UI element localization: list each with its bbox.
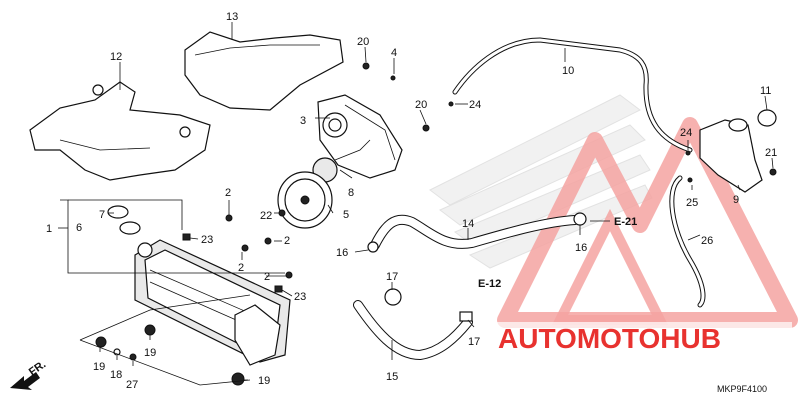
label-part-22: 22 xyxy=(260,210,272,222)
label-part-19-b: 19 xyxy=(93,361,105,373)
label-part-5: 5 xyxy=(343,209,349,221)
cover-panel xyxy=(184,31,344,111)
ref-label-e21: E-21 xyxy=(614,216,637,228)
label-part-24-b: 24 xyxy=(680,127,692,139)
front-arrow: FR. xyxy=(10,358,48,390)
label-part-21: 21 xyxy=(765,147,777,159)
label-part-1: 1 xyxy=(46,223,52,235)
hose-clamp-17-upper xyxy=(384,288,402,306)
label-part-11: 11 xyxy=(760,85,771,97)
label-part-14: 14 xyxy=(462,218,474,230)
label-part-23-b: 23 xyxy=(294,291,306,303)
label-part-8: 8 xyxy=(348,187,354,199)
label-part-6: 6 xyxy=(76,222,82,234)
label-part-2-d: 2 xyxy=(264,271,270,283)
cooling-fan xyxy=(277,171,333,229)
hose-clamp-16-left xyxy=(367,241,379,253)
fasteners xyxy=(95,62,777,386)
label-part-20-a: 20 xyxy=(357,36,369,48)
label-part-4: 4 xyxy=(391,47,397,59)
label-part-3: 3 xyxy=(300,115,306,127)
label-part-12: 12 xyxy=(110,51,122,63)
label-part-16-b: 16 xyxy=(575,242,587,254)
hose-clamp-16-right xyxy=(573,212,587,226)
watermark-logo xyxy=(497,117,798,328)
label-part-9: 9 xyxy=(733,194,739,206)
label-part-10: 10 xyxy=(562,65,574,77)
label-part-24-a: 24 xyxy=(469,99,481,111)
label-part-19-a: 19 xyxy=(144,347,156,359)
radiator xyxy=(134,239,291,366)
leader-lines xyxy=(58,22,774,381)
reserve-tank-cap xyxy=(757,109,777,127)
shroud-bracket xyxy=(29,81,211,181)
watermark-brand: AUTOMOTOHUB xyxy=(498,323,721,354)
label-part-18: 18 xyxy=(110,369,122,381)
label-part-23-a: 23 xyxy=(201,234,213,246)
label-part-19-c: 19 xyxy=(258,375,270,387)
radiator-cap xyxy=(107,205,129,219)
label-part-2-b: 2 xyxy=(284,235,290,247)
label-part-27: 27 xyxy=(126,379,138,391)
label-part-13: 13 xyxy=(226,11,238,23)
label-part-26: 26 xyxy=(701,235,713,247)
diagram-code: MKP9F4100 xyxy=(717,384,767,394)
label-part-17-a: 17 xyxy=(386,271,398,283)
part-number-labels: 1 6 7 2 22 2 2 2 23 23 3 4 5 8 20 20 24 … xyxy=(46,11,777,391)
label-part-25: 25 xyxy=(686,197,698,209)
label-part-17-b: 17 xyxy=(468,336,480,348)
label-part-2-c: 2 xyxy=(238,262,244,274)
reserve-tank xyxy=(699,119,763,193)
front-label: FR. xyxy=(27,358,48,378)
fan-shroud xyxy=(317,94,403,179)
label-part-2-a: 2 xyxy=(225,187,231,199)
label-part-20-b: 20 xyxy=(415,99,427,111)
label-part-15: 15 xyxy=(386,371,398,383)
ref-label-e12: E-12 xyxy=(478,278,501,290)
label-part-16-a: 16 xyxy=(336,247,348,259)
watermark-text: AUTOMOTOHUB xyxy=(496,322,792,354)
hose-clamp-17-lower xyxy=(459,311,473,322)
label-part-7: 7 xyxy=(99,209,105,221)
